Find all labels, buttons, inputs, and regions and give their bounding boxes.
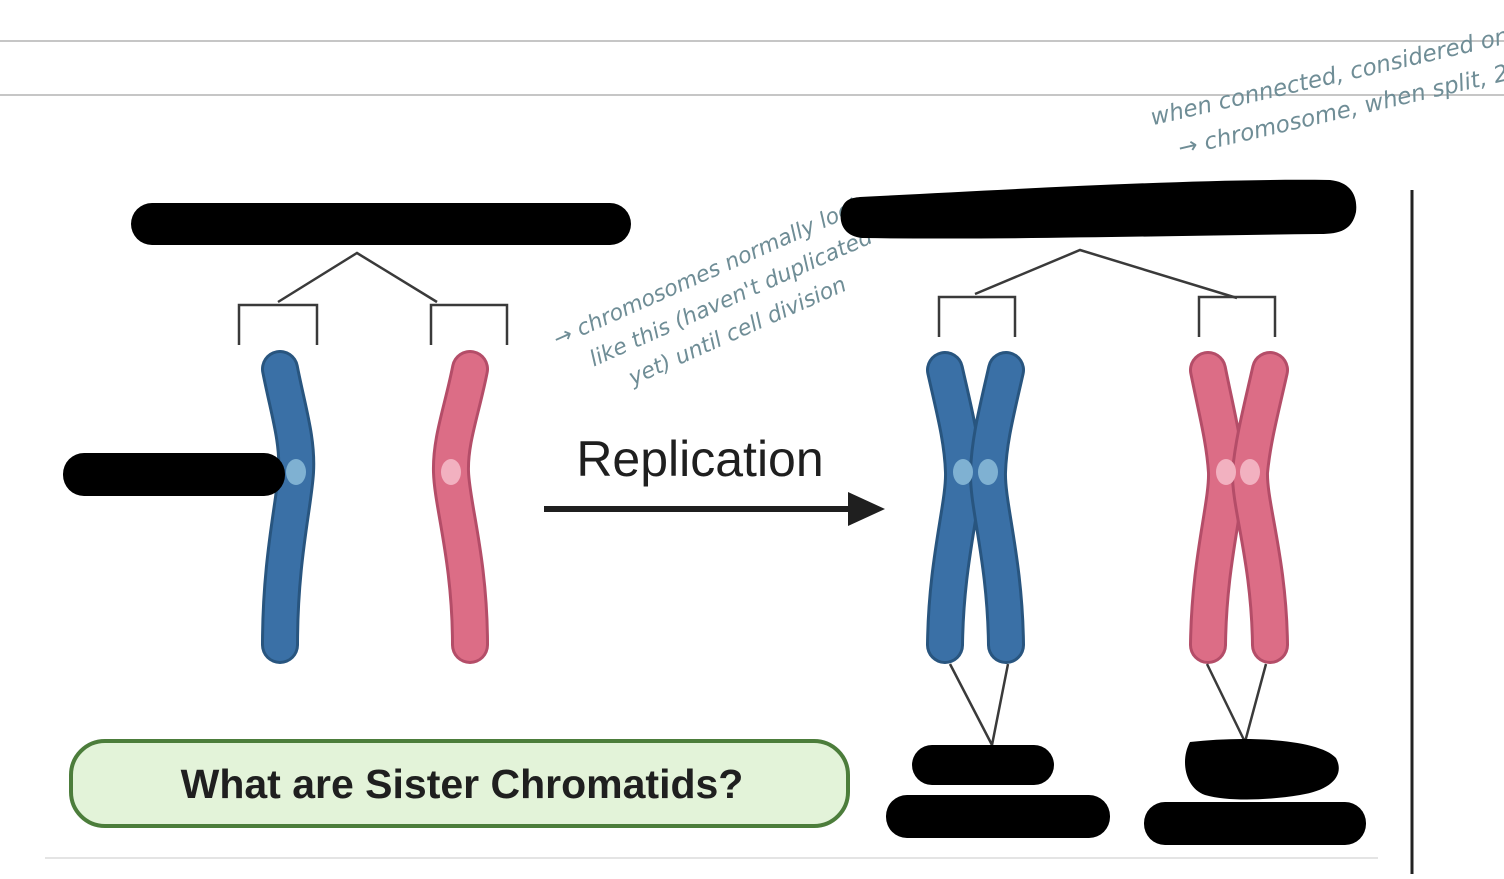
centromere (1216, 459, 1236, 485)
callout-label: What are Sister Chromatids? (181, 761, 744, 807)
redaction-bottom-pink-1 (1185, 738, 1339, 800)
redaction-left-title (131, 203, 631, 245)
replication-arrow-head (848, 492, 885, 526)
chromatid-pointer-lines (948, 663, 1268, 749)
centromere (978, 459, 998, 485)
centromere (441, 459, 461, 485)
redaction-marks (63, 179, 1366, 845)
replication-label: Replication (576, 431, 823, 487)
left-bracket-tree (237, 251, 509, 345)
centromere (1240, 459, 1260, 485)
right-bracket-tree (937, 248, 1277, 337)
pink-chromosome-replicated (1189, 351, 1289, 664)
centromere (286, 459, 306, 485)
redaction-right-title (840, 179, 1357, 239)
redaction-bottom-blue-2 (886, 795, 1110, 838)
redaction-bottom-pink-2 (1144, 802, 1366, 845)
redaction-bottom-blue-1 (912, 745, 1054, 785)
blue-chromosome-replicated (926, 351, 1025, 664)
blue-chromosome-unreplicated (261, 350, 316, 664)
centromere (953, 459, 973, 485)
pink-chromosome-unreplicated (431, 350, 489, 664)
redaction-left-label (63, 453, 285, 496)
sister-chromatids-callout: What are Sister Chromatids? (69, 739, 850, 828)
